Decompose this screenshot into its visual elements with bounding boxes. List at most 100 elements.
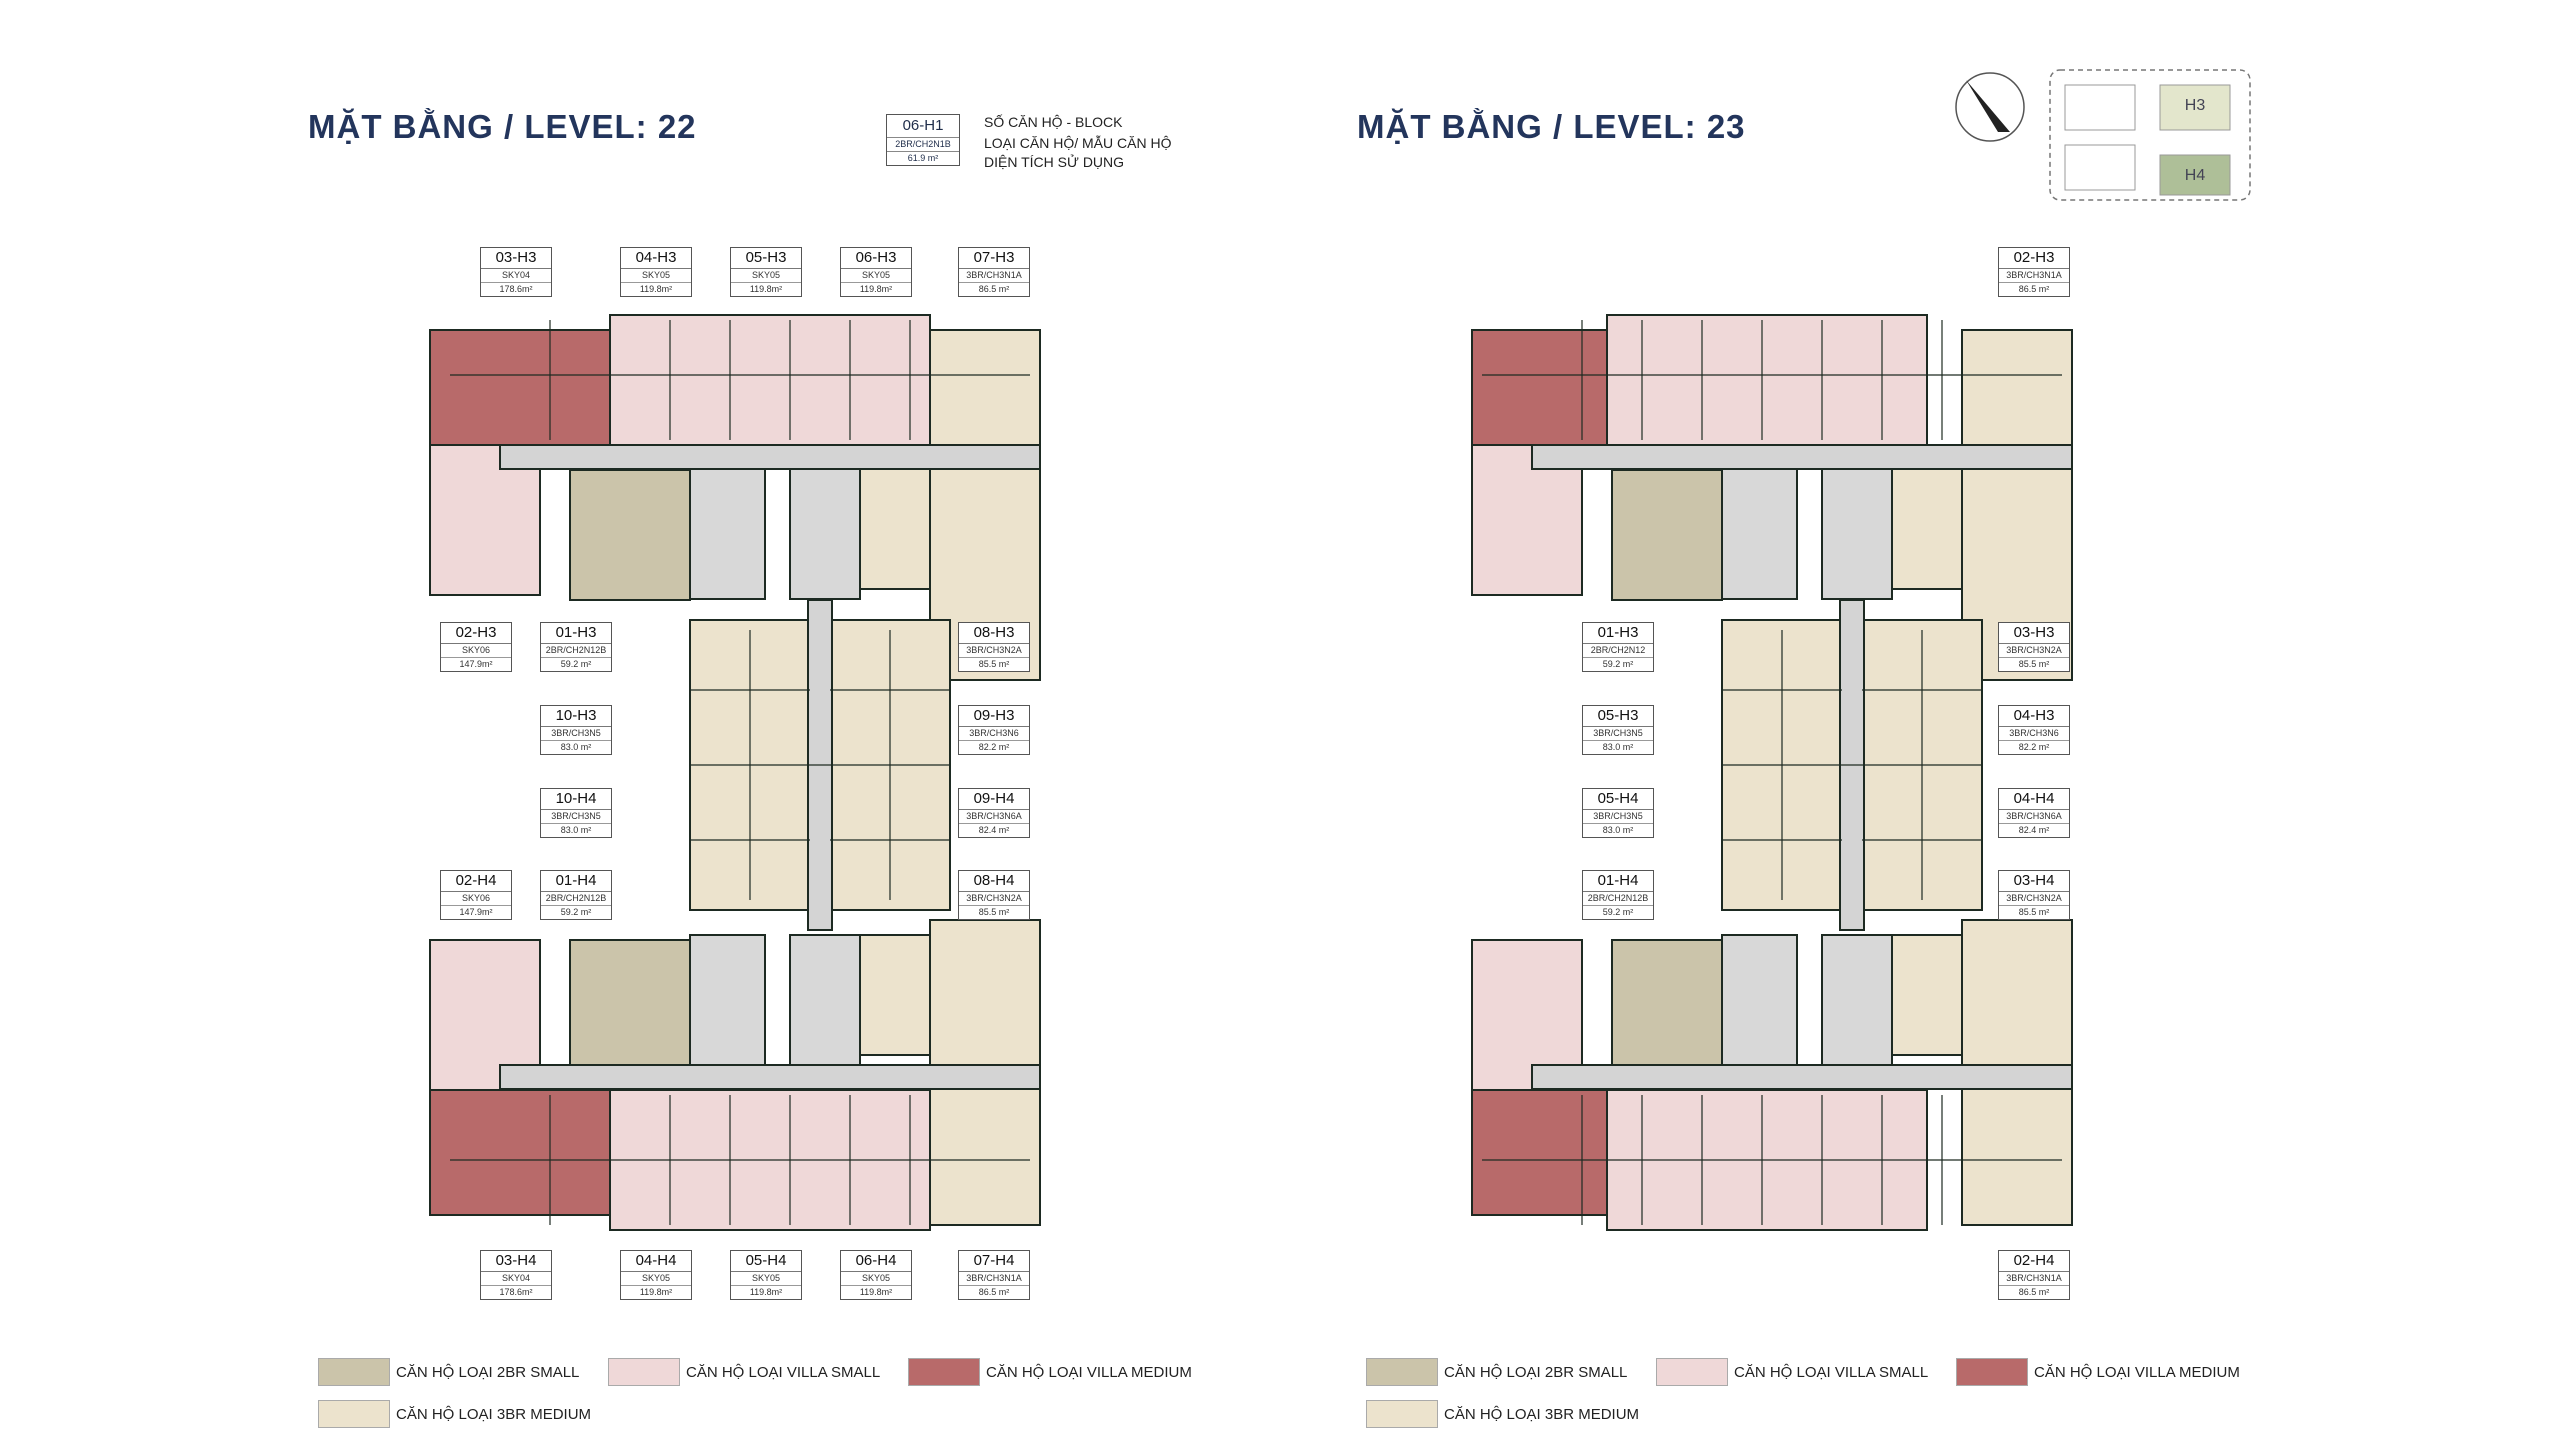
unit-area: 59.2 m² [1602,659,1634,669]
unit-code: 04-H3 [1999,706,2069,727]
unit-type: 2BR/CH2N12B [541,892,611,906]
unit-code: 03-H3 [481,248,551,269]
unit-type: SKY04 [481,1272,551,1286]
unit-area: 59.2 m² [560,907,592,917]
keyplan-block-h4 [2159,154,2231,196]
unit-area: 85.5 m² [2018,659,2050,669]
legend-label: CĂN HỘ LOẠI 2BR SMALL [396,1363,580,1381]
core-north-left [689,468,766,600]
label-key-box: 06-H1 2BR/CH2N1B 61.9 m² [886,114,960,166]
unit-area: 83.0 m² [560,825,592,835]
unit-type: 3BR/CH3N6A [959,810,1029,824]
unit-block-03-H3 [429,329,611,446]
unit-type: SKY05 [731,269,801,283]
unit-block-01-H3 [569,469,691,601]
unit-type: 3BR/CH3N1A [1999,1272,2069,1286]
core-north-left [1721,468,1798,600]
unit-code: 02-H4 [1999,1251,2069,1272]
unit-code: 05-H4 [1583,789,1653,810]
unit-type: 3BR/CH3N6A [1999,810,2069,824]
legend-item: CĂN HỘ LOẠI VILLA SMALL [1656,1358,1928,1386]
unit-area: 82.4 m² [2018,825,2050,835]
compass-ring [1955,72,2025,142]
level-23-title: MẶT BẰNG / LEVEL: 23 [1357,108,1746,145]
legend-item: CĂN HỘ LOẠI VILLA MEDIUM [908,1358,1192,1386]
keyplan-block-h3 [2159,84,2231,131]
keyplan-h3-label: H3 [2185,97,2206,114]
compass-needle [1966,80,2010,132]
key-label-area: DIỆN TÍCH SỬ DỤNG [984,154,1125,170]
unit-type: 3BR/CH3N2A [959,644,1029,658]
unit-block-villa-small-row [1606,314,1928,446]
unit-block-villa-medium [1471,329,1608,446]
unit-block-08-H4 [859,934,931,1056]
unit-type: SKY04 [481,269,551,283]
unit-type: SKY06 [441,644,511,658]
unit-code: 03-H4 [481,1251,551,1272]
unit-code: 08-H3 [959,623,1029,644]
unit-code: 07-H3 [959,248,1029,269]
unit-area: 178.6m² [499,1287,533,1297]
unit-area: 86.5 m² [2018,284,2050,294]
unit-area: 119.8m² [749,1287,783,1297]
unit-code: 01-H3 [1583,623,1653,644]
corridor-south [499,1064,1041,1090]
unit-code: 06-H4 [841,1251,911,1272]
key-sample-unit: 06-H1 [887,115,959,138]
unit-code: 08-H4 [959,871,1029,892]
legend-label: CĂN HỘ LOẠI VILLA SMALL [686,1363,881,1381]
unit-code: 04-H3 [621,248,691,269]
unit-area: 82.4 m² [978,825,1010,835]
key-sample-area: 61.9 m² [907,153,939,163]
legend-label: CĂN HỘ LOẠI VILLA SMALL [1734,1363,1929,1381]
legend-swatch [318,1400,390,1428]
unit-code: 01-H4 [1583,871,1653,892]
unit-type: SKY05 [731,1272,801,1286]
unit-type: SKY05 [621,269,691,283]
legend-label: CĂN HỘ LOẠI VILLA MEDIUM [986,1363,1192,1381]
unit-type: SKY06 [441,892,511,906]
keyplan-block-h2 [2064,144,2136,191]
legend-label: CĂN HỘ LOẠI 3BR MEDIUM [1444,1405,1640,1423]
unit-block-villa-medium-south [1471,1089,1608,1216]
legend-label: CĂN HỘ LOẠI 2BR SMALL [1444,1363,1628,1381]
unit-block-01-H4 [1611,939,1723,1071]
unit-area: 178.6m² [499,284,533,294]
unit-block-01-H3 [1611,469,1723,601]
legend-swatch [608,1358,680,1386]
unit-code: 05-H3 [1583,706,1653,727]
unit-type: 3BR/CH3N6 [959,727,1029,741]
core-south-left [689,934,766,1066]
corridor-south [1531,1064,2073,1090]
unit-type: 3BR/CH3N5 [541,727,611,741]
unit-block-08-H3 [1891,468,1963,590]
key-label-type: LOẠI CĂN HỘ/ MẪU CĂN HỘ [984,135,1172,151]
unit-code: 03-H3 [1999,623,2069,644]
keyplan-h4-label: H4 [2185,167,2206,184]
unit-code: 07-H4 [959,1251,1029,1272]
keyplan-block-h1 [2064,84,2136,131]
unit-code: 10-H4 [541,789,611,810]
unit-code: 09-H3 [959,706,1029,727]
unit-area: 147.9m² [459,659,493,669]
unit-code: 05-H3 [731,248,801,269]
unit-code: 02-H3 [441,623,511,644]
core-north-right [789,468,861,600]
unit-type: SKY05 [841,269,911,283]
unit-area: 59.2 m² [1602,907,1634,917]
legend-swatch [1366,1400,1438,1428]
unit-area: 147.9m² [459,907,493,917]
core-north-right [1821,468,1893,600]
key-sample-type: 2BR/CH2N1B [887,138,959,152]
core-south-left [1721,934,1798,1066]
unit-area: 85.5 m² [978,907,1010,917]
unit-area: 119.8m² [859,284,893,294]
